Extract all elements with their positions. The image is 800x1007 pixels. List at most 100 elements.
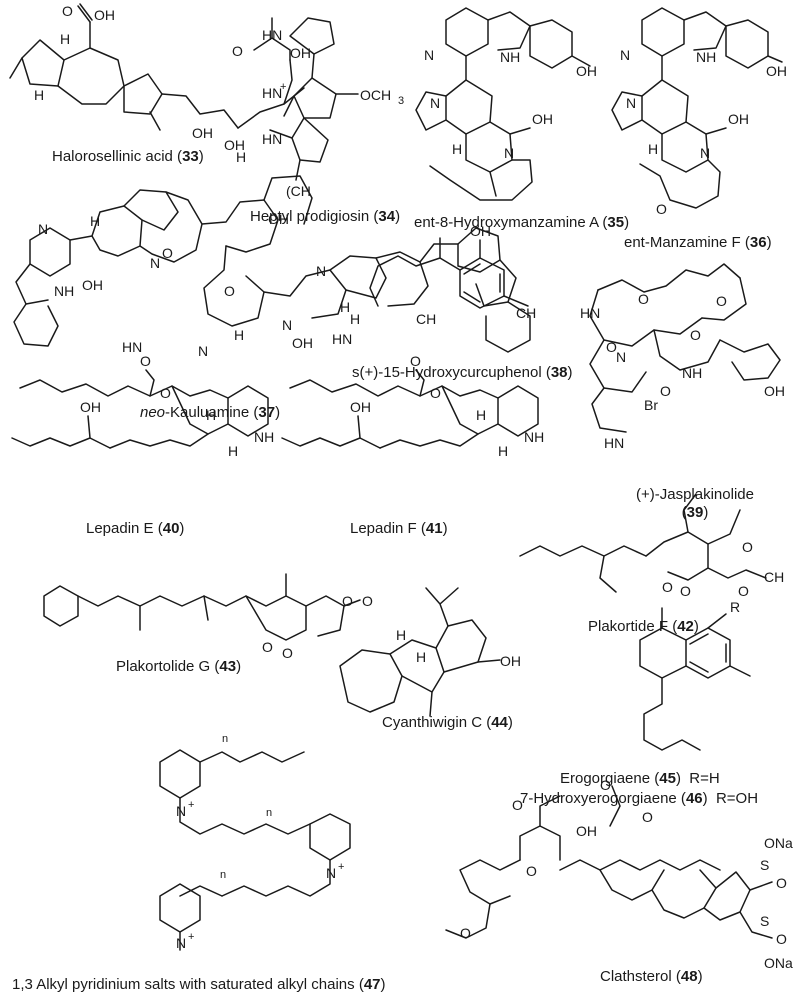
compound-number: 35 — [607, 214, 625, 231]
subscript-label: 3 — [398, 95, 404, 107]
h-label: H — [416, 649, 426, 665]
n-label: N — [424, 47, 434, 63]
structure-33: OH O H H OH OH O OH — [9, 3, 311, 153]
h-label: H — [648, 141, 658, 157]
n-label: N — [626, 95, 636, 111]
compound-label-39: (+)-Jasplakinolide (39) — [636, 486, 754, 521]
structure-43: O O O O — [43, 573, 373, 661]
r-label: R — [730, 599, 740, 615]
h-label: H — [498, 443, 508, 459]
oh-label: OH — [82, 277, 103, 293]
compound-number: 46 — [685, 790, 703, 807]
h-label: H — [476, 407, 486, 423]
hn-label: HN — [580, 305, 600, 321]
hn-label: HN — [122, 339, 142, 355]
n-label: N — [198, 343, 208, 359]
compound-number: 34 — [378, 208, 396, 225]
oh-label: OH — [728, 111, 749, 127]
o-label: O — [606, 339, 617, 355]
structure-35: N NH OH N OH H N — [415, 7, 597, 201]
o-label: O — [742, 539, 753, 555]
compound-name-prefix: neo — [140, 404, 166, 421]
o-label: O — [656, 201, 667, 217]
hn-label: HN — [604, 435, 624, 451]
compound-label-41: Lepadin F (41) — [350, 520, 448, 537]
compound-number: 42 — [677, 618, 694, 635]
structure-48: OH O O O O S S ONa ONa O O O — [445, 777, 793, 971]
compound-number: 48 — [680, 968, 698, 985]
s-label: S — [760, 913, 769, 929]
h-label: H — [396, 627, 406, 643]
ona-label: ONa — [764, 955, 793, 971]
compound-name: Plakortolide G — [116, 658, 211, 675]
structure-38: OH CH H CH — [350, 223, 536, 327]
n-label: N — [620, 47, 630, 63]
compound-name: (+)-Jasplakinolide — [636, 486, 754, 503]
compound-label-35: ent-8-Hydroxymanzamine A (35) — [414, 214, 630, 231]
oh-label: OH — [576, 63, 597, 79]
compound-name: Lepadin E — [86, 520, 154, 537]
o-label: O — [660, 383, 671, 399]
n-label: N — [504, 145, 514, 161]
o-label: O — [690, 327, 701, 343]
plus-label: + — [280, 81, 286, 93]
hn-label: HN — [262, 27, 282, 43]
o-label: O — [638, 291, 649, 307]
structure-44: OH H H — [339, 587, 521, 717]
compound-label-48: Clathsterol (48) — [600, 968, 703, 985]
compound-name: s(+)-15-Hydroxycurcuphenol — [352, 364, 542, 381]
oh-label: OH — [766, 63, 787, 79]
h-label: H — [206, 407, 216, 423]
o-label: O — [62, 3, 73, 19]
structure-41: O O OH NH H H — [281, 353, 544, 459]
n-label: N — [150, 255, 160, 271]
o-label: O — [776, 875, 787, 891]
ona-label: ONa — [764, 835, 793, 851]
n-label: N — [316, 263, 326, 279]
o-label: O — [642, 809, 653, 825]
o-label: O — [262, 639, 273, 655]
o-label: O — [232, 43, 243, 59]
substituent: R=H — [689, 770, 720, 787]
compound-name: Halorosellinic acid — [52, 148, 173, 165]
compound-label-33: Halorosellinic acid (33) — [52, 148, 204, 165]
structure-40: O O OH NH H H — [11, 353, 274, 459]
nh-label: NH — [54, 283, 74, 299]
oh-label: OH — [350, 399, 371, 415]
compound-label-34: Heptyl prodigiosin (34) — [250, 208, 401, 225]
compound-label-42: Plakortide F (42) — [588, 618, 699, 635]
compound-number: 38 — [550, 364, 568, 381]
nh-label: NH — [500, 49, 520, 65]
compound-name: ent-8-Hydroxymanzamine A — [414, 214, 599, 231]
h-label: H — [340, 299, 350, 315]
compound-number: 40 — [162, 520, 180, 537]
nh-label: NH — [682, 365, 702, 381]
structure-39: HN O O O NH N O O Br HN OH — [580, 263, 785, 451]
compound-number: 45 — [659, 770, 676, 787]
oh-label: OH — [576, 823, 597, 839]
compound-number: 44 — [491, 714, 508, 731]
structure-37: N NH OH N O OH O HN N H OH N H HN N H — [13, 175, 531, 359]
compound-name: Plakortide F — [588, 618, 669, 635]
substituent: R=OH — [715, 790, 759, 807]
n-label: N — [176, 803, 186, 819]
h-label: H — [234, 327, 244, 343]
oh-label: OH — [268, 211, 289, 227]
compound-number: 36 — [749, 234, 767, 251]
oh-label: OH — [80, 399, 101, 415]
h-label: H — [90, 213, 100, 229]
o-label: O — [512, 797, 523, 813]
o-label: O — [738, 583, 749, 599]
o-label: O — [362, 593, 373, 609]
oh-label: OH — [470, 223, 491, 239]
ch3-label: CH — [416, 311, 436, 327]
compound-label-44: Cyanthiwigin C (44) — [382, 714, 513, 731]
o-label: O — [410, 353, 421, 369]
n-subscript-label: n — [266, 807, 272, 819]
o-label: O — [224, 283, 235, 299]
ch3-label: CH — [764, 569, 784, 585]
n-label: N — [38, 221, 48, 237]
n-subscript-label: n — [222, 733, 228, 745]
structure-45-46: R — [639, 599, 751, 751]
br-label: Br — [644, 397, 658, 413]
